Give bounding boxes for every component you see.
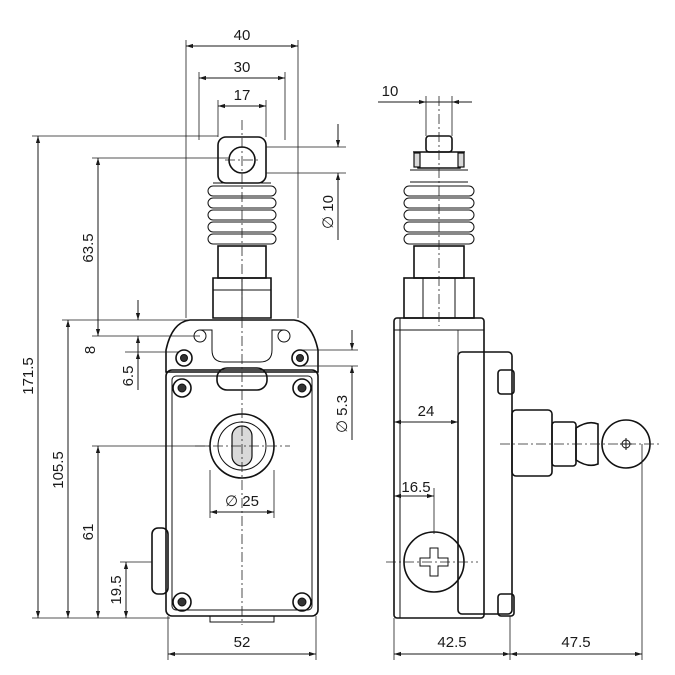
dim-17: 17 (234, 87, 251, 104)
dim-side-10: 10 (382, 83, 399, 100)
dim-40: 40 (234, 27, 251, 44)
side-dimensions: 10 24 16.5 42.5 47.5 (378, 83, 643, 660)
front-dimensions: 40 30 17 ∅ 10 63.5 171.5 105.5 (20, 27, 358, 660)
front-view (151, 120, 319, 625)
dim-24: 24 (418, 403, 435, 420)
dim-52: 52 (234, 634, 251, 651)
dim-d10: ∅ 10 (320, 195, 337, 229)
dim-d5-3: ∅ 5.3 (334, 395, 351, 433)
dim-8: 8 (82, 346, 99, 354)
dim-61: 61 (80, 524, 97, 541)
dim-63-5: 63.5 (80, 233, 97, 262)
side-view (386, 96, 660, 619)
dim-47-5: 47.5 (561, 634, 590, 651)
dim-171-5: 171.5 (20, 357, 37, 395)
dim-19-5: 19.5 (108, 575, 125, 604)
dim-6-5: 6.5 (120, 366, 137, 387)
dim-d25: ∅ 25 (225, 493, 259, 510)
dim-42-5: 42.5 (437, 634, 466, 651)
dim-105-5: 105.5 (50, 451, 67, 489)
dim-30: 30 (234, 59, 251, 76)
dim-16-5: 16.5 (401, 479, 430, 496)
